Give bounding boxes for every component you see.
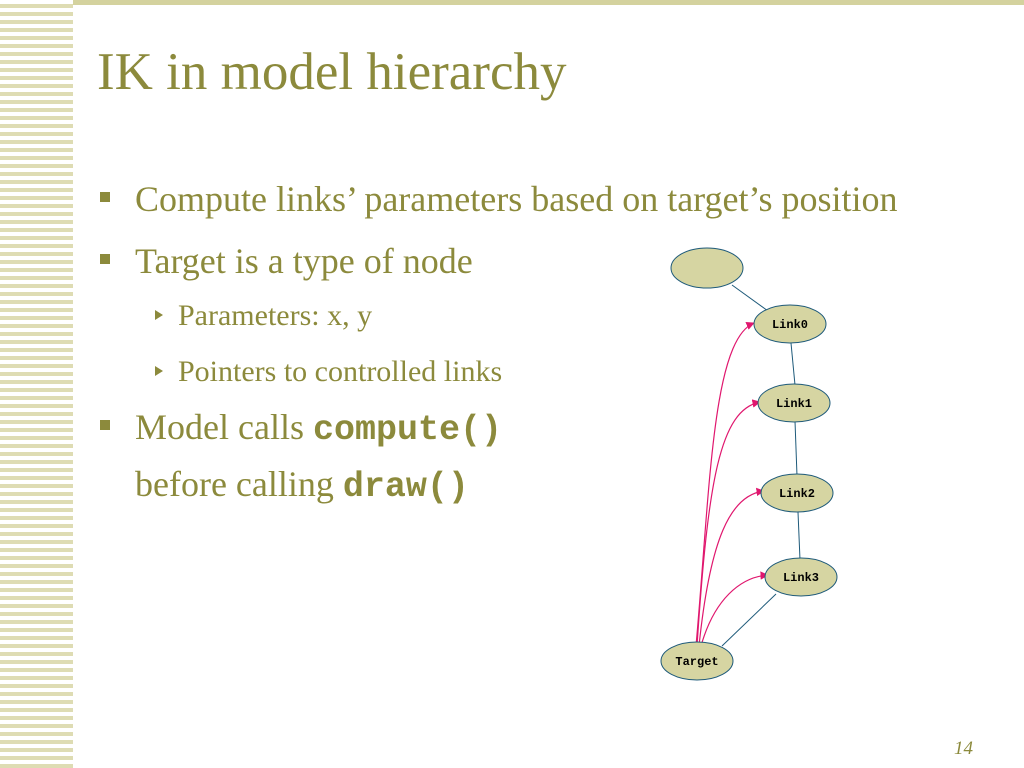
- sub-bullet-item: Parameters: x, y: [100, 288, 960, 344]
- node-link3: Link3: [764, 557, 838, 597]
- node-target-label: Target: [675, 655, 718, 669]
- bullet-list: Compute links’ parameters based on targe…: [100, 172, 960, 514]
- edge-target-link3: [721, 593, 777, 647]
- bullet-item: Compute links’ parameters based on targe…: [100, 172, 960, 226]
- node-link3-label: Link3: [783, 571, 819, 585]
- control-edge-target-link3: [700, 571, 769, 647]
- code-draw: draw(): [342, 467, 469, 507]
- page-number: 14: [954, 738, 973, 759]
- bullet-item: Target is a type of node: [100, 234, 960, 288]
- bullet-text: Target is a type of node: [135, 241, 473, 281]
- bullet-text: Model calls compute(): [135, 400, 960, 457]
- control-edge-target-link1: [696, 399, 761, 647]
- sub-bullet-item: Pointers to controlled links: [100, 344, 960, 400]
- node-target: Target: [660, 641, 734, 681]
- ik-hierarchy-diagram: Link0 Link1 Link2 Link3 Target: [660, 247, 838, 681]
- node-link0-label: Link0: [772, 318, 808, 332]
- edge-link2-link3: [797, 511, 801, 561]
- edge-link1-link2: [794, 420, 798, 477]
- sub-bullet-text: Parameters: x, y: [178, 299, 373, 332]
- bullet-text-part: Model calls: [135, 407, 313, 447]
- control-edge-target-link2: [698, 487, 765, 647]
- node-link2: Link2: [760, 473, 834, 513]
- triangle-bullet-icon: [155, 366, 163, 376]
- node-link1: Link1: [757, 383, 831, 423]
- node-link0: Link0: [753, 304, 827, 344]
- top-rule: [0, 0, 1024, 5]
- node-link1-label: Link1: [776, 397, 812, 411]
- edge-link0-link1: [790, 342, 796, 386]
- node-link2-label: Link2: [779, 487, 815, 501]
- code-compute: compute(): [312, 410, 502, 450]
- edge-root-link0: [731, 284, 769, 312]
- bullet-text: before calling draw(): [135, 457, 960, 514]
- slide-title: IK in model hierarchy: [97, 43, 567, 101]
- bullet-item: Model calls compute() before calling dra…: [100, 400, 960, 514]
- triangle-bullet-icon: [155, 310, 163, 320]
- bullet-text-part: before calling: [135, 464, 343, 504]
- sub-bullet-text: Pointers to controlled links: [178, 355, 503, 388]
- bullet-text: Compute links’ parameters based on targe…: [135, 179, 898, 219]
- square-bullet-icon: [100, 254, 110, 264]
- left-stripe-decoration: [0, 0, 73, 768]
- square-bullet-icon: [100, 420, 110, 430]
- square-bullet-icon: [100, 192, 110, 202]
- node-root: [670, 247, 744, 289]
